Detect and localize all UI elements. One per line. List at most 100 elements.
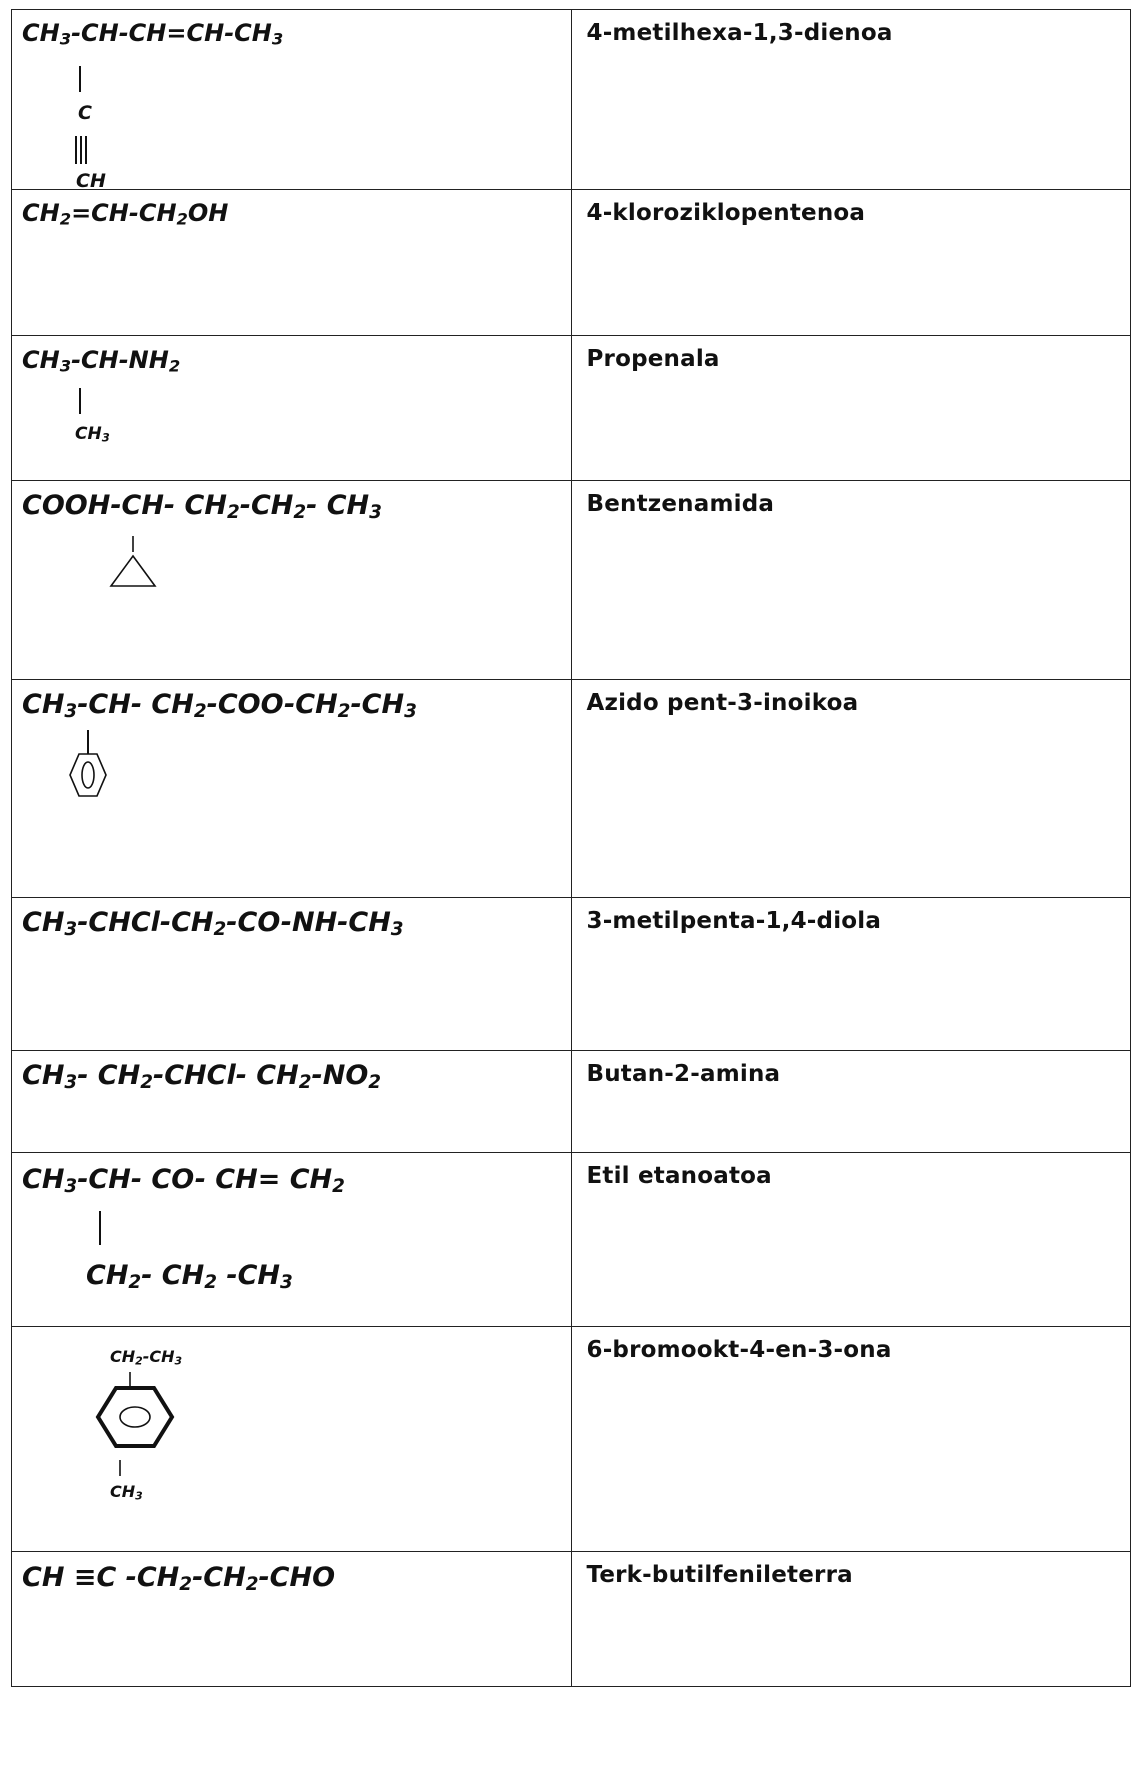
formula-cell: CH ≡C -CH2-CH2-CHO [10, 1551, 573, 1687]
name-cell: Propenala [571, 335, 1131, 481]
compound-name: 4-metilhexa-1,3-dienoa [586, 20, 893, 46]
formula-segment: C -CH [96, 1562, 180, 1593]
formula-cell: CH3-CH- CO- CH= CH2 CH2- CH2 -CH3 [10, 1152, 573, 1327]
compound-name: Propenala [586, 346, 720, 372]
formula-segment: - CH [77, 1060, 141, 1091]
formula-cell: CH3-CH- CH2-COO-CH2-CH3 [10, 679, 573, 898]
formula-subscript: 2 [193, 701, 207, 723]
formula-main: CH3-CHCl-CH2-CO-NH-CH3 [22, 907, 404, 940]
formula-main: CH3-CH-NH2 [22, 346, 180, 376]
formula-subscript: 2 [59, 209, 72, 229]
formula-cell: CH2-CH3 CH3 [10, 1326, 573, 1552]
formula-substituent-top: CH2-CH3 [110, 1347, 182, 1367]
formula-cell: CH3-CHCl-CH2-CO-NH-CH3 [10, 897, 573, 1051]
formula-segment: -CO-NH-CH [226, 907, 391, 938]
formula-segment: =CH-CH [71, 199, 177, 227]
formula-segment: -CH [217, 1260, 281, 1291]
formula-segment: -CHO [258, 1562, 336, 1593]
formula-segment: -CH [192, 1562, 246, 1593]
formula-subscript: 3 [64, 1176, 78, 1198]
formula-branch: CH3 [75, 424, 110, 445]
formula-subscript: 2 [179, 1574, 193, 1596]
formula-subscript: 2 [128, 1272, 142, 1294]
name-cell: 6-bromookt-4-en-3-ona [571, 1326, 1131, 1552]
formula-cell: CH3-CH-CH=CH-CH3 C CH [10, 9, 573, 192]
formula-subscript: 2 [135, 1354, 143, 1368]
formula-main: C -CH2-CH2-CHO [96, 1562, 336, 1596]
table-row: CH2-CH3 CH3 6-bromookt-4-en-3-ona [10, 1326, 1131, 1552]
formula-branch-carbon: C [78, 102, 92, 124]
formula-subscript: 2 [226, 502, 240, 524]
formula-subscript: 2 [298, 1072, 312, 1094]
formula-subscript: 3 [404, 701, 417, 723]
formula-subscript: 2 [368, 1072, 382, 1094]
formula-subscript: 2 [204, 1272, 218, 1294]
name-cell: Etil etanoatoa [571, 1152, 1131, 1327]
formula-segment: -CH [239, 490, 294, 521]
formula-subscript: 3 [369, 502, 382, 524]
formula-name-table: CH3-CH-CH=CH-CH3 C CH 4-metilhexa-1,3-di… [10, 9, 1131, 1687]
formula-subscript: 2 [337, 701, 351, 723]
formula-segment: -CH- CH [77, 689, 194, 720]
compound-name: Butan-2-amina [586, 1061, 781, 1087]
formula-segment: CH [75, 424, 102, 444]
formula-subscript: 3 [101, 430, 110, 445]
single-bond [79, 66, 81, 92]
formula-segment: - CH [306, 490, 370, 521]
formula-cell: CH3- CH2-CHCl- CH2-NO2 [10, 1050, 573, 1153]
formula-subscript: 3 [64, 919, 78, 941]
name-cell: Azido pent-3-inoikoa [571, 679, 1131, 898]
benzene-hexagon [69, 753, 107, 797]
formula-subscript: 3 [174, 1354, 183, 1368]
formula-segment: CH [22, 199, 60, 227]
benzene-hexagon [95, 1386, 175, 1448]
compound-name: 3-metilpenta-1,4-diola [586, 908, 882, 934]
formula-segment: CH [22, 689, 65, 720]
table-row: COOH-CH- CH2-CH2- CH3 Bentzenamida [10, 480, 1131, 680]
formula-subscript: 3 [59, 29, 72, 49]
formula-segment: -CH [350, 689, 405, 720]
table-row: CH3- CH2-CHCl- CH2-NO2 Butan-2-amina [10, 1050, 1131, 1153]
formula-subscript: 3 [280, 1272, 293, 1294]
formula-cell: COOH-CH- CH2-CH2- CH3 [10, 480, 573, 680]
formula-subscript: 3 [59, 356, 72, 376]
formula-segment: CH [22, 19, 60, 47]
formula-subscript: 2 [332, 1176, 345, 1198]
compound-name: 6-bromookt-4-en-3-ona [586, 1337, 892, 1363]
name-cell: Butan-2-amina [571, 1050, 1131, 1153]
formula-segment: -CH [142, 1347, 175, 1366]
formula-subscript: 2 [293, 502, 307, 524]
formula-segment: -COO-CH [206, 689, 338, 720]
formula-cell: CH3-CH-NH2 CH3 [10, 335, 573, 481]
name-cell: 4-metilhexa-1,3-dienoa [571, 9, 1131, 190]
formula-segment: - CH [141, 1260, 205, 1291]
formula-main: COOH-CH- CH2-CH2- CH3 [22, 490, 382, 523]
formula-subscript: 2 [213, 919, 227, 941]
formula-substituent-bottom: CH3 [110, 1482, 143, 1502]
formula-main: CH3-CH-CH=CH-CH3 [22, 19, 283, 49]
formula-branch-ch: CH [76, 170, 106, 192]
formula-segment: CH [110, 1347, 136, 1366]
aromatic-circle [81, 761, 95, 789]
formula-subscript: 3 [64, 1072, 78, 1094]
table-row: CH ≡C -CH2-CH2-CHO Terk-butilfenileterra [10, 1551, 1131, 1687]
table-row: CH3-CH-CH=CH-CH3 C CH 4-metilhexa-1,3-di… [10, 9, 1131, 192]
name-cell: Terk-butilfenileterra [571, 1551, 1131, 1687]
formula-segment: -CHCl-CH [77, 907, 214, 938]
formula-segment: OH [187, 199, 229, 227]
formula-segment: CH [22, 1164, 65, 1195]
table-row: CH3-CH- CO- CH= CH2 CH2- CH2 -CH3 Etil e… [10, 1152, 1131, 1327]
formula-subscript: 3 [271, 29, 284, 49]
formula-subscript: 3 [135, 1489, 143, 1503]
name-cell: Bentzenamida [571, 480, 1131, 680]
table-row: CH3-CHCl-CH2-CO-NH-CH3 3-metilpenta-1,4-… [10, 897, 1131, 1051]
name-cell: 3-metilpenta-1,4-diola [571, 897, 1131, 1051]
aromatic-circle [119, 1406, 151, 1428]
formula-branch: CH2- CH2 -CH3 [86, 1260, 293, 1293]
formula-segment: -CH-NH [71, 346, 169, 374]
formula-segment: CH [22, 907, 65, 938]
table-row: CH3-CH- CH2-COO-CH2-CH3 Azido pent-3-ino… [10, 679, 1131, 898]
formula-main: CH2=CH-CH2OH [22, 199, 228, 229]
formula-subscript: 3 [64, 701, 78, 723]
single-bond [99, 1211, 101, 1245]
